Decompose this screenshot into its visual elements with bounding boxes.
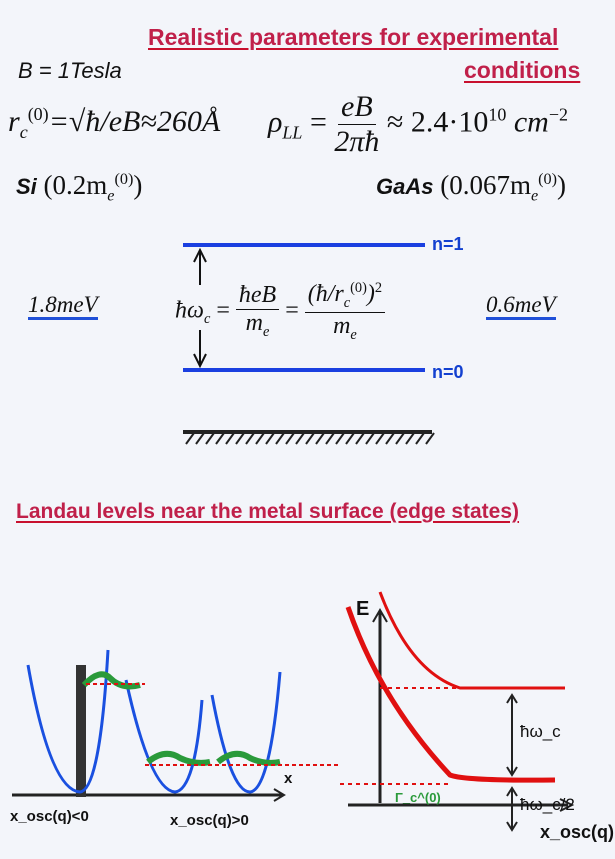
level-n0-label: n=0 bbox=[432, 362, 464, 382]
frac2-exp: 2 bbox=[374, 280, 383, 296]
title-line-2: conditions bbox=[464, 57, 581, 83]
rc-sup: (0) bbox=[27, 104, 49, 124]
rho-den: 2πħ bbox=[334, 125, 380, 158]
paren: ) bbox=[557, 170, 567, 200]
si-label: Si bbox=[16, 174, 37, 199]
frac1-den: m bbox=[245, 310, 264, 337]
frac2-num: (ħ/r bbox=[307, 281, 344, 307]
rc-value: =√ħ/eB≈260Å bbox=[48, 105, 221, 138]
frac2-den: m bbox=[333, 312, 351, 339]
den-sub: e bbox=[350, 326, 357, 343]
rho-value: ≈ 2.4·10 bbox=[386, 105, 489, 139]
mass-sub: e bbox=[530, 186, 539, 205]
right-x-axis-label: x_osc(q) bbox=[540, 822, 615, 842]
rc-symbol: r bbox=[8, 105, 20, 138]
eq: = bbox=[285, 297, 299, 324]
rc-sub: c bbox=[19, 122, 28, 142]
frac1-num: ħeB bbox=[235, 282, 280, 311]
mass-sub: e bbox=[107, 186, 115, 205]
gaas-energy-value: 0.6meV bbox=[486, 292, 556, 320]
rho-symbol: ρ bbox=[268, 105, 283, 139]
section-title-edge-states: Landau levels near the metal surface (ed… bbox=[16, 500, 520, 523]
rho-unit-exp: −2 bbox=[548, 104, 568, 125]
rho-num: eB bbox=[338, 90, 376, 125]
arrow-icon bbox=[193, 247, 207, 369]
frac2-sub: c bbox=[343, 294, 351, 311]
gaas-mass-value: (0.067m bbox=[440, 170, 531, 200]
gap-label-hw-half: ħω_c/2 bbox=[520, 795, 575, 814]
mass-sup: (0) bbox=[538, 170, 558, 188]
hw-symbol: ħω bbox=[175, 297, 204, 324]
hw-sub: c bbox=[203, 311, 211, 328]
frac2-sup: (0) bbox=[350, 280, 367, 296]
frac2-tail: ) bbox=[366, 281, 375, 307]
title-line-1: Realistic parameters for experimental bbox=[148, 24, 559, 50]
gap-label-hw: ħω_c bbox=[520, 722, 561, 741]
paren: ) bbox=[133, 170, 143, 200]
si-energy-value: 1.8meV bbox=[28, 292, 98, 320]
metal-wall bbox=[76, 665, 86, 797]
si-mass: Si (0.2me(0)) bbox=[16, 170, 142, 205]
energy-dispersion-plot bbox=[340, 591, 575, 832]
den-sub: e bbox=[263, 324, 270, 341]
mass-sup: (0) bbox=[114, 170, 134, 188]
broadening-label: Γ_c^(0) bbox=[395, 790, 441, 805]
eq: = bbox=[216, 297, 230, 324]
rho-exp: 10 bbox=[488, 104, 507, 125]
label-xosc-positive: x_osc(q)>0 bbox=[170, 812, 249, 829]
si-energy: 1.8meV bbox=[28, 292, 98, 320]
rho-sub: LL bbox=[282, 122, 303, 143]
gaas-energy: 0.6meV bbox=[486, 292, 556, 320]
left-x-axis-label: x bbox=[284, 770, 293, 787]
potential-wells-plot bbox=[12, 649, 340, 802]
label-xosc-negative: x_osc(q)<0 bbox=[10, 808, 89, 825]
gaas-mass: GaAs (0.067me(0)) bbox=[376, 170, 566, 205]
level-n1-label: n=1 bbox=[432, 234, 464, 254]
si-mass-value: (0.2m bbox=[43, 170, 108, 200]
energy-axis-label: E bbox=[356, 598, 370, 620]
cyclotron-radius-formula: rc(0)=√ħ/eB≈260Å bbox=[8, 104, 220, 143]
rho-unit: cm bbox=[513, 105, 549, 139]
field-strength: B = 1Tesla bbox=[18, 58, 122, 83]
gaas-label: GaAs bbox=[376, 174, 434, 199]
hw-frac2: (ħ/rc(0))2 me bbox=[304, 280, 386, 344]
metal-surface-hatch bbox=[183, 430, 435, 445]
